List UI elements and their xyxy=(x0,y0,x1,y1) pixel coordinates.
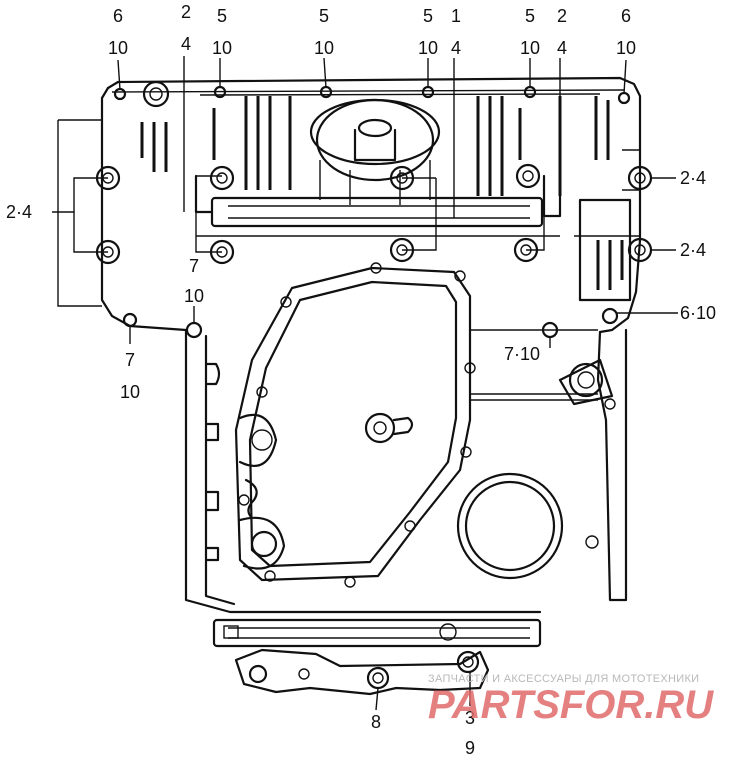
bolt-hole xyxy=(515,163,541,189)
bolt-hole xyxy=(601,307,619,325)
callout-left-low-line2: 10 xyxy=(120,382,140,402)
callout-top-1-line1: 6 xyxy=(113,6,123,26)
gasket-bolt-holes xyxy=(238,262,476,588)
callout-top-6-line1: 1 xyxy=(451,6,461,26)
callout-top-5-line2: 10 xyxy=(418,38,438,58)
callout-top-1-line2: 10 xyxy=(108,38,128,58)
callout-top-9-line2: 10 xyxy=(616,38,636,58)
bolt-hole xyxy=(185,321,203,339)
watermark-brand: PARTSFOR.RU xyxy=(428,683,714,727)
callout-right-upper: 2·4 xyxy=(680,168,706,188)
callout-left-mid-line1: 7 xyxy=(189,256,199,276)
callout-top-8-line1: 2 xyxy=(557,6,567,26)
watermark: ЗАПЧАСТИ И АКСЕССУАРЫ ДЛЯ МОТОТЕХНИКИ PA… xyxy=(428,673,714,727)
callout-top-9-line1: 6 xyxy=(621,6,631,26)
bolt-holes xyxy=(95,85,653,339)
callout-bottom-right-line1: 3 xyxy=(465,708,475,728)
bolt-hole xyxy=(122,312,138,328)
engine-case-drawing xyxy=(100,76,642,696)
watermark-tagline: ЗАПЧАСТИ И АКСЕССУАРЫ ДЛЯ МОТОТЕХНИКИ xyxy=(428,673,699,685)
callout-left-low-line1: 7 xyxy=(125,350,135,370)
callout-top-4-line1: 5 xyxy=(319,6,329,26)
callout-left-bracket: 2·4 xyxy=(6,202,32,222)
callout-top-2-line2: 4 xyxy=(181,34,191,54)
bolt-hole xyxy=(523,85,537,99)
callout-top-3-line1: 5 xyxy=(217,6,227,26)
callout-bottom-right-line2: 9 xyxy=(465,738,475,758)
callout-top-3-line2: 10 xyxy=(212,38,232,58)
callout-top-7-line1: 5 xyxy=(525,6,535,26)
callout-left-mid-line2: 10 xyxy=(184,286,204,306)
callout-top-5-line1: 5 xyxy=(423,6,433,26)
bolt-hole xyxy=(113,87,127,101)
callout-top-2-line1: 2 xyxy=(181,2,191,22)
leader-lines xyxy=(52,56,678,711)
callout-top-7-line2: 10 xyxy=(520,38,540,58)
callout-labels: 6 10 2 4 5 10 5 10 5 10 1 4 5 10 2 4 6 1… xyxy=(6,2,716,758)
callout-right-lower: 2·4 xyxy=(680,240,706,260)
callout-bottom-center: 8 xyxy=(371,712,381,732)
callout-top-4-line2: 10 xyxy=(314,38,334,58)
callout-top-8-line2: 4 xyxy=(557,38,567,58)
bolt-hole xyxy=(617,91,631,105)
callout-center-right: 7·10 xyxy=(504,344,540,364)
callout-top-6-line2: 4 xyxy=(451,38,461,58)
callout-right-mid: 6·10 xyxy=(680,303,716,323)
bolt-hole xyxy=(319,85,333,99)
bolt-hole xyxy=(209,165,235,191)
bolt-hole xyxy=(421,85,435,99)
